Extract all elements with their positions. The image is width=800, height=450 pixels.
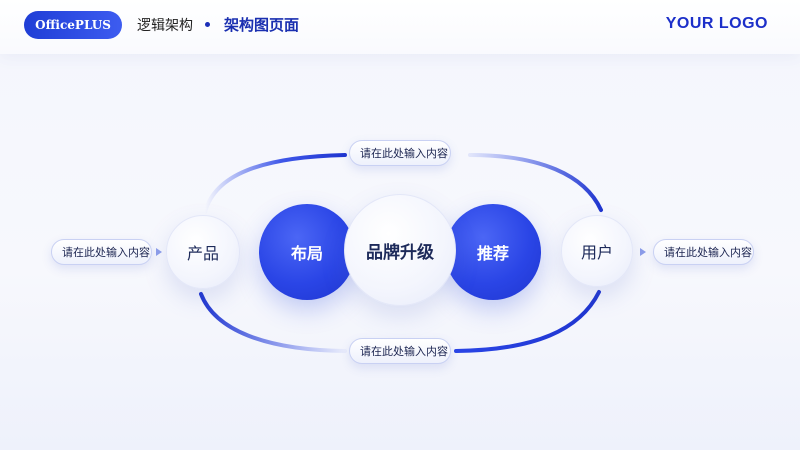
breadcrumb: 逻辑架构	[137, 18, 193, 34]
arc-top-right	[468, 153, 603, 212]
arc-bottom-left	[199, 292, 347, 353]
brand-badge[interactable]: OfficePLUS	[24, 11, 122, 39]
node-product: 产品	[166, 215, 240, 289]
node-recommend: 推荐	[445, 204, 541, 300]
label-bottom[interactable]: 请在此处输入内容	[349, 338, 451, 364]
arc-bottom-right	[454, 290, 601, 353]
arc-top-left	[203, 153, 347, 214]
node-user: 用户	[561, 215, 633, 287]
label-right[interactable]: 请在此处输入内容	[653, 239, 754, 265]
arrow-right-icon	[640, 248, 646, 256]
node-brand-upgrade: 品牌升级	[344, 194, 456, 306]
arrow-right-icon	[156, 248, 162, 256]
label-left[interactable]: 请在此处输入内容	[51, 239, 152, 265]
node-layout: 布局	[259, 204, 355, 300]
label-top[interactable]: 请在此处输入内容	[349, 140, 451, 166]
page-title: 架构图页面	[224, 16, 300, 34]
separator-dot	[205, 22, 210, 27]
header-bar: OfficePLUS 逻辑架构 架构图页面 YOUR LOGO	[0, 0, 800, 54]
logo: YOUR LOGO	[665, 15, 768, 32]
